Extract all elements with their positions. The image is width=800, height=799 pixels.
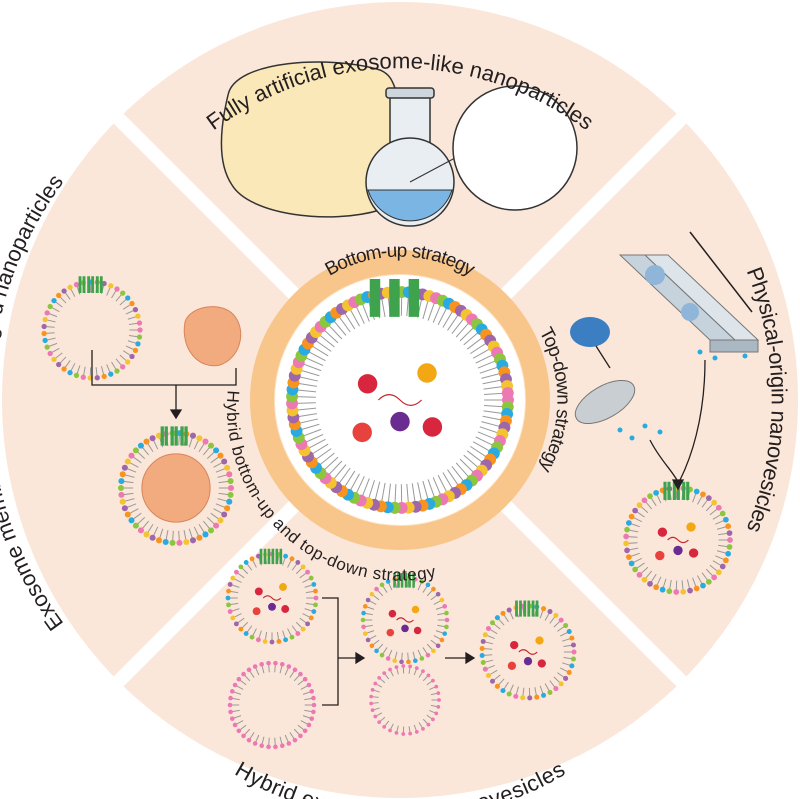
- microfluidic-chip-icon: [618, 254, 760, 353]
- central-exosome: [286, 279, 514, 514]
- droplets: [617, 347, 748, 441]
- zoom-circle: [452, 85, 578, 211]
- flask-icon: [365, 87, 471, 227]
- extruder-membrane-icon: [570, 317, 636, 425]
- fusing-vesicle-top: [360, 572, 450, 665]
- exosome: [225, 548, 319, 645]
- camouflaged-nanoparticle: [117, 426, 235, 546]
- merge-arrows: [91, 350, 237, 420]
- arrow-icon: [689, 231, 753, 313]
- hybrid-nanovesicle: [479, 600, 577, 701]
- nanoparticle-core-icon: [183, 306, 242, 367]
- fusion-arrows: [322, 597, 476, 706]
- exosome-membrane: [41, 276, 143, 381]
- sector-left: [1, 108, 401, 692]
- fusing-vesicle-bottom: [369, 664, 441, 736]
- flow-arrows: [595, 345, 706, 491]
- physical-nanovesicle: [623, 481, 733, 595]
- liposome: [227, 660, 317, 750]
- sector-bottom: [108, 400, 692, 798]
